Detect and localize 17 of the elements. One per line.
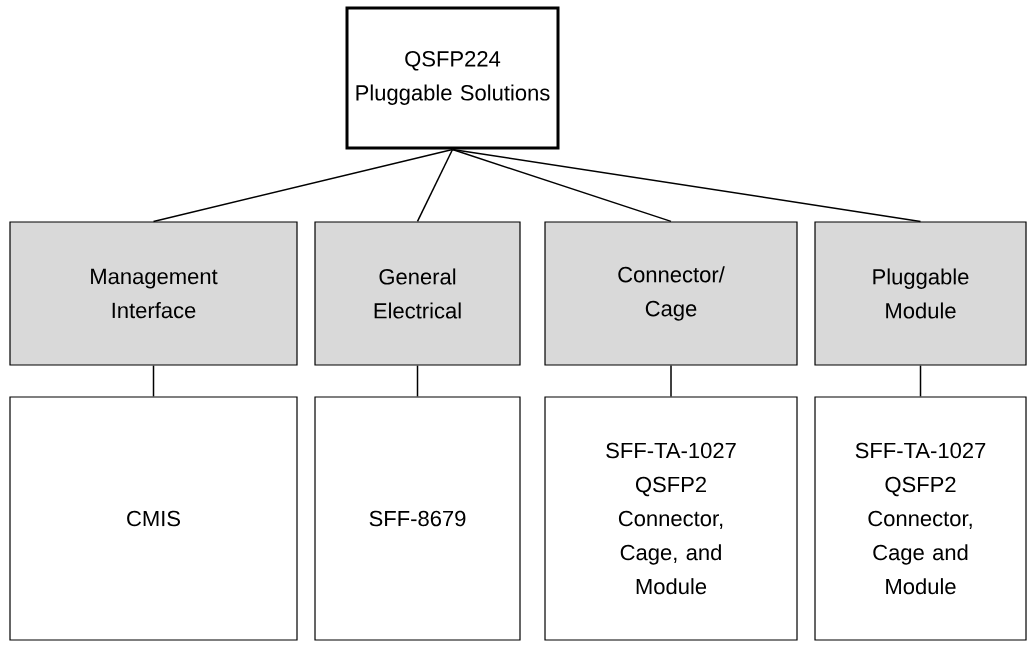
connector-line <box>152 364 155 398</box>
connector-line <box>416 364 419 398</box>
category-box: Management Interface <box>9 221 298 366</box>
category-box: Connector/ Cage <box>544 221 798 366</box>
title-box: QSFP224 Pluggable Solutions <box>345 6 560 150</box>
specification-box: CMIS <box>9 396 298 641</box>
connector-line <box>416 148 454 223</box>
category-box: Pluggable Module <box>814 221 1027 366</box>
connector-line <box>670 364 672 398</box>
category-box: General Electrical <box>314 221 521 366</box>
connector-line <box>451 148 672 223</box>
specification-box: SFF-TA-1027 QSFP2 Connector, Cage and Module <box>814 396 1027 641</box>
connector-line <box>919 364 922 398</box>
connector-line <box>451 148 922 223</box>
specification-box: SFF-8679 <box>314 396 521 641</box>
connector-line <box>152 148 454 223</box>
specification-box: SFF-TA-1027 QSFP2 Connector, Cage, and Module <box>544 396 798 641</box>
